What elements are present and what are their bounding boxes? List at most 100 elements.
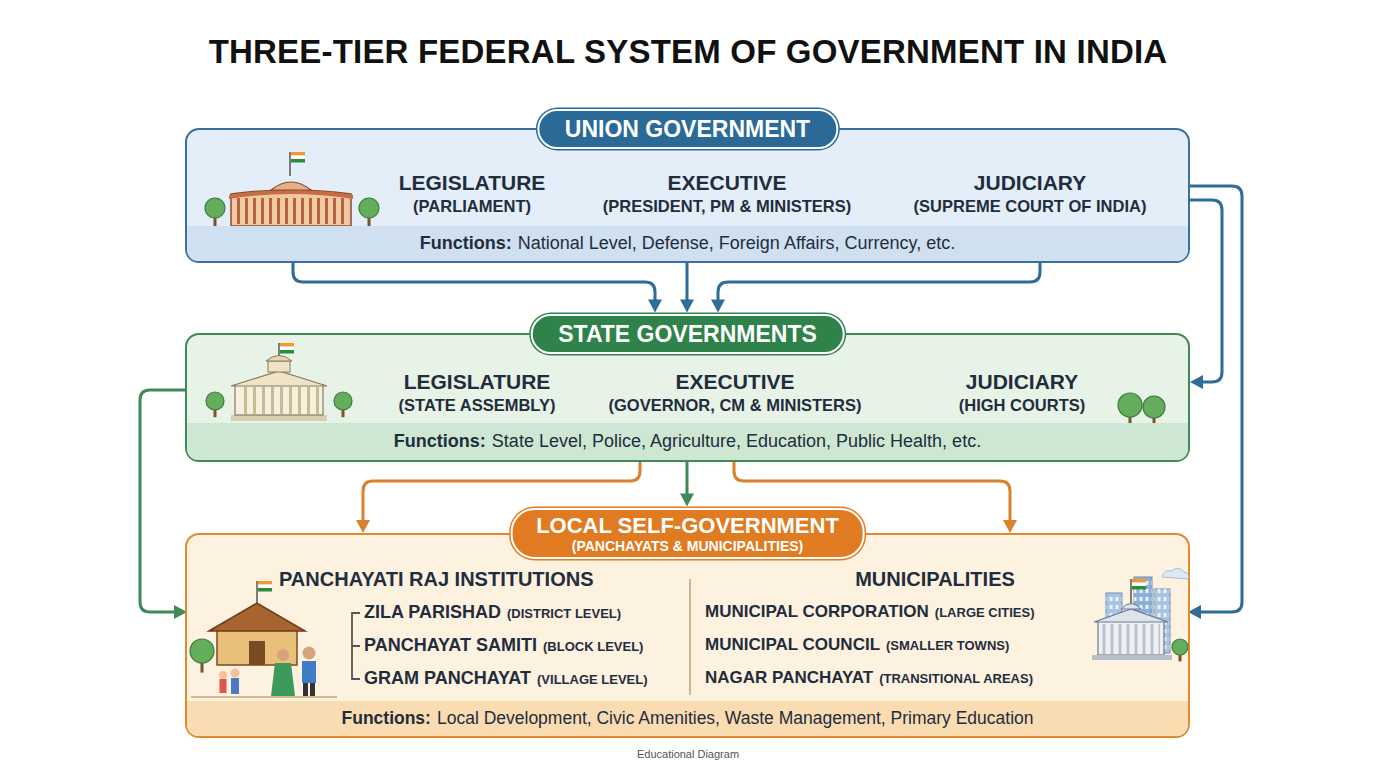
circle-shape (303, 647, 316, 660)
level-note: (DISTRICT LEVEL) (507, 607, 621, 622)
path-shape (231, 190, 351, 226)
path-shape (271, 182, 311, 190)
level-name: MUNICIPAL COUNCIL (705, 635, 880, 655)
level-row: ZILA PARISHAD(DISTRICT LEVEL) (364, 602, 621, 623)
arrow-head (680, 494, 694, 507)
rect-shape (280, 347, 294, 351)
rect-shape (235, 385, 323, 415)
arrow-head (1003, 520, 1017, 533)
rect-shape (258, 588, 272, 592)
connector-arrow (680, 462, 694, 507)
arrow-head (711, 300, 725, 313)
level-note: (LARGE CITIES) (935, 606, 1035, 621)
connector-line (686, 263, 689, 301)
level-name: GRAM PANCHAYAT (364, 668, 531, 689)
functions-text: Local Development, Civic Amenities, Wast… (437, 708, 1034, 728)
header-pill: UNION GOVERNMENT (537, 109, 838, 149)
connector-arrow (140, 390, 187, 619)
circle-shape (277, 649, 289, 661)
functions-label: Functions: (394, 431, 486, 452)
rect-shape (1154, 589, 1170, 653)
branch-body: (PARLIAMENT) (413, 197, 531, 216)
header-text: LOCAL SELF-GOVERNMENT (536, 513, 839, 538)
path-shape (1121, 604, 1141, 610)
union-government-band: Functions:National Level, Defense, Forei… (185, 128, 1190, 263)
rect-shape (1102, 624, 1160, 654)
path-shape (271, 663, 295, 696)
local-government-band: Functions: Local Development, Civic Ameni… (185, 533, 1190, 738)
svg-shape (203, 148, 381, 238)
rect-shape (231, 678, 239, 694)
rect-shape (1179, 647, 1182, 661)
circle-shape (205, 198, 225, 218)
functions-label: Functions: (420, 233, 512, 254)
branch-heading: PANCHAYATI RAJ INSTITUTIONS (279, 568, 593, 591)
path-shape (231, 371, 327, 386)
branch-heading: JUDICIARY (966, 370, 1078, 394)
rect-shape (220, 679, 227, 693)
level-name: MUNICIPAL CORPORATION (705, 602, 929, 622)
rect-shape (258, 585, 272, 589)
rect-shape (1154, 589, 1170, 653)
circle-shape (359, 198, 379, 218)
circle-shape (1172, 639, 1188, 655)
header-text: STATE GOVERNMENTS (558, 321, 817, 347)
level-row: NAGAR PANCHAYAT(TRANSITIONAL AREAS) (705, 668, 1033, 688)
level-row: PANCHAYAT SAMITI (BLOCK LEVEL) (364, 635, 643, 656)
line-shape (1130, 579, 1132, 603)
connector-arrow (293, 263, 662, 313)
caption-text: Educational Diagram (0, 748, 1376, 760)
functions-label: Functions: (342, 708, 431, 728)
rect-shape (302, 661, 316, 683)
connector-line (686, 462, 689, 495)
circle-shape (334, 392, 352, 410)
path-shape (209, 603, 305, 631)
connector-arrow (680, 263, 694, 313)
path-shape (229, 190, 353, 199)
rect-shape (368, 208, 371, 226)
rect-shape (280, 350, 294, 354)
functions-strip: Functions: Local Development, Civic Ameni… (187, 701, 1188, 736)
branch-body: (HIGH COURTS) (959, 396, 1086, 415)
branch-heading: JUDICIARY (974, 171, 1086, 195)
arrow-head (680, 300, 694, 313)
connector-line (1190, 186, 1242, 612)
rect-shape (239, 387, 319, 414)
path-shape (266, 356, 292, 362)
rect-shape (1106, 593, 1122, 653)
level-note: (TRANSITIONAL AREAS) (879, 672, 1033, 687)
branch-heading: LEGISLATURE (399, 171, 546, 195)
functions-strip: Functions:National Level, Defense, Forei… (187, 226, 1188, 261)
functions-strip: Functions:State Level, Police, Agricultu… (187, 423, 1188, 460)
rect-shape (280, 343, 294, 347)
rect-shape (201, 651, 204, 673)
connector-line (293, 263, 655, 301)
level-row: MUNICIPAL CORPORATION (LARGE CITIES) (705, 602, 1035, 622)
line-shape (191, 696, 337, 698)
header-text: (PANCHAYATS & MUNICIPALITIES) (572, 538, 804, 554)
level-note: (SMALLER TOWNS) (886, 639, 1009, 654)
branch-body: (STATE ASSEMBLY) (399, 396, 556, 415)
rect-shape (303, 683, 308, 696)
connector-line (140, 390, 185, 612)
rect-shape (258, 581, 272, 585)
rect-shape (268, 361, 290, 372)
branch-heading: EXECUTIVE (675, 370, 794, 394)
arrow-head (356, 520, 370, 533)
header-pill: STATE GOVERNMENTS (530, 314, 845, 354)
state-government-band: Functions:State Level, Police, Agricultu… (185, 333, 1190, 462)
path-shape (1094, 609, 1168, 622)
path-shape (352, 613, 360, 679)
connector-line (718, 263, 1040, 301)
municipalities-panel: MUNICIPAL CORPORATION(LARGE CITIES)MUNIC… (690, 563, 1188, 703)
arrow-head (1190, 375, 1203, 389)
connector-line (1190, 200, 1222, 382)
rect-shape (291, 159, 305, 163)
level-note: (BLOCK LEVEL) (543, 640, 643, 655)
branch-heading: LEGISLATURE (404, 370, 551, 394)
rect-shape (1132, 583, 1146, 587)
connector-arrow (1188, 186, 1242, 619)
line-shape (289, 152, 291, 176)
path-shape (1162, 568, 1189, 579)
level-name: PANCHAYAT SAMITI (364, 635, 537, 656)
